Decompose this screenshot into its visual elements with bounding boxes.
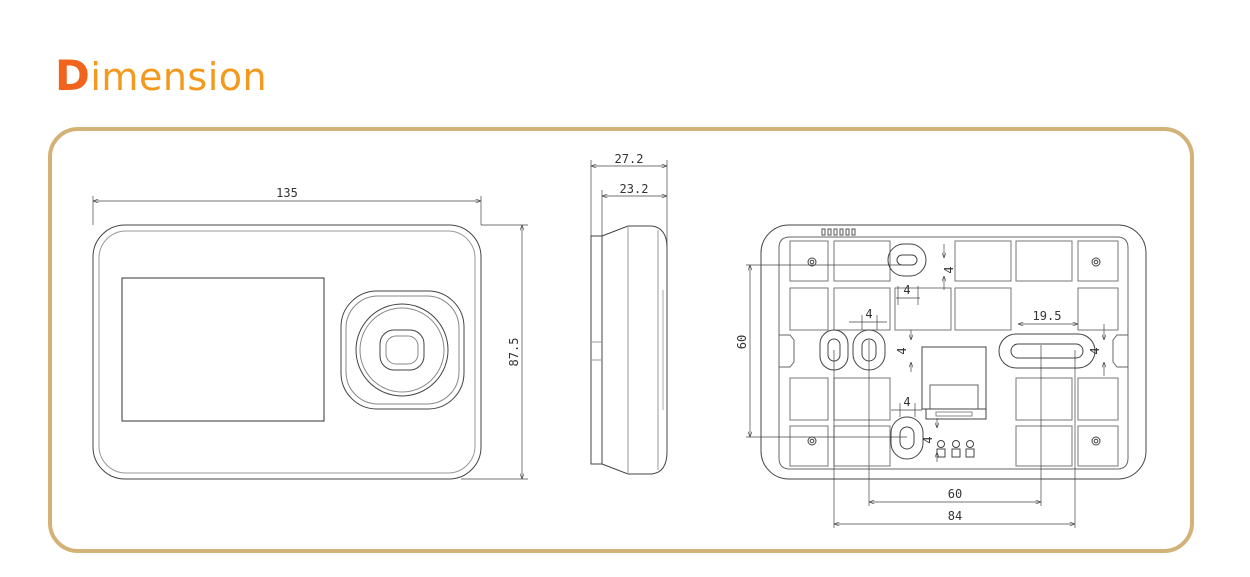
back-slot-height-label: 60 (735, 335, 749, 349)
hole-dim-b: 4 (942, 266, 956, 273)
right-notch (1112, 334, 1128, 368)
screw-hole-top-left (807, 257, 817, 267)
left-notch (779, 334, 795, 368)
vent-slots (821, 228, 856, 236)
back-grid (789, 240, 1119, 467)
hole-dim-e: 4 (903, 395, 910, 409)
back-dimensions (746, 244, 1104, 528)
hole-dim-d: 4 (895, 347, 909, 354)
front-housing-inner (98, 230, 476, 474)
center-button-inner (385, 335, 419, 365)
title-rest: imension (90, 55, 268, 99)
title-initial: D (55, 51, 91, 100)
center-button (379, 329, 425, 371)
hole-dim-f: 4 (921, 436, 935, 443)
terminal-recess (921, 346, 987, 410)
side-body-depth-label: 23.2 (620, 182, 649, 196)
back-outer-spacing-label: 84 (948, 509, 962, 523)
screw-hole-bottom-right (1091, 436, 1101, 446)
dial-ring-inner (359, 307, 445, 393)
back-slot-width-label: 19.5 (1033, 309, 1062, 323)
terminal-screws (936, 440, 975, 458)
screw-hole-top-right (1091, 257, 1101, 267)
page-title: Dimension (55, 55, 267, 97)
side-total-depth-label: 27.2 (615, 152, 644, 166)
button-bezel (340, 290, 465, 410)
front-height-label: 87.5 (507, 338, 521, 367)
terminal-strip (925, 408, 987, 420)
back-plate-outline (778, 236, 1129, 470)
side-body (601, 225, 668, 475)
front-width-label: 135 (276, 186, 298, 200)
side-view (590, 160, 668, 475)
display-screen (121, 277, 325, 422)
horizontal-mount-slot (998, 333, 1096, 369)
side-back-plate (590, 235, 603, 465)
button-bezel-inner (345, 295, 460, 405)
front-housing (92, 224, 482, 480)
back-hole-spacing-label: 60 (948, 487, 962, 501)
hole-dim-g: 4 (1088, 347, 1102, 354)
top-mount-slot (887, 243, 927, 277)
hole-dim-c: 4 (865, 307, 872, 321)
front-view (92, 196, 528, 480)
top-mount-slot-inner (896, 254, 918, 266)
terminal-block (929, 384, 979, 410)
drawing-frame (48, 127, 1194, 553)
back-view (746, 224, 1147, 528)
hole-dim-a: 4 (903, 283, 910, 297)
dial-ring (355, 303, 449, 397)
screw-hole-bottom-left (807, 436, 817, 446)
back-housing (760, 224, 1147, 480)
bottom-mount-slot (890, 416, 924, 460)
